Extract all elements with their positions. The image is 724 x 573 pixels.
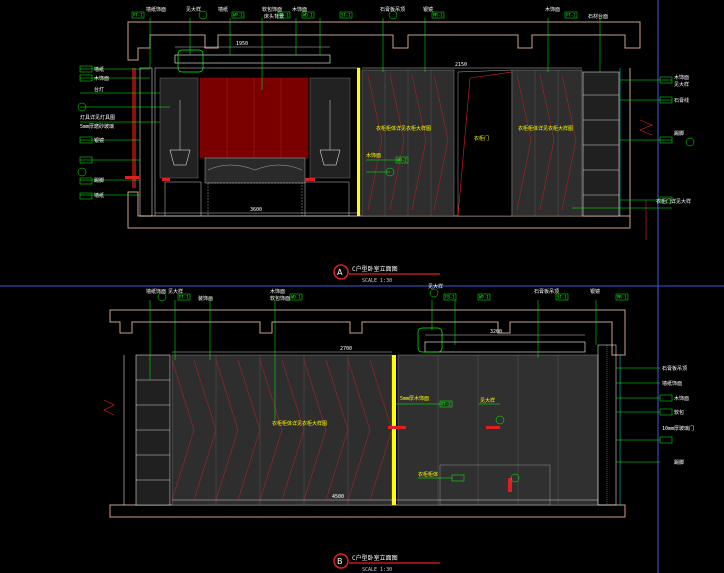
label-b-top-3: 装饰画	[198, 295, 213, 302]
label-a-top-7: 石膏板吊顶	[380, 6, 405, 13]
label-b-top-7: 石膏板吊顶	[534, 288, 559, 295]
label-a-top-1: 墙纸饰面	[146, 6, 166, 13]
label-a-right-3: 石膏线	[674, 97, 689, 104]
note-b-4: 衣柜柜体	[418, 471, 438, 478]
elevation-a-title: A C户型卧室立面图 SCALE 1:30	[333, 264, 440, 284]
marker-b: B	[337, 557, 343, 566]
label-b-top-8: 银镜	[590, 288, 600, 295]
label-b-right-4: 软包	[674, 409, 684, 416]
bed-icon	[204, 157, 306, 217]
label-a-right-1: 木饰面	[674, 74, 689, 81]
tag-a-7: PT-2	[566, 13, 576, 18]
tag-a-1: PT-1	[133, 13, 143, 18]
tag-b-1: PT-1	[179, 295, 189, 300]
tag-b-6: MR-1	[617, 295, 627, 300]
tag-a-6: MR-1	[433, 13, 443, 18]
label-a-right-5: 衣柜门详见大样	[656, 198, 691, 205]
table-lamp-right-icon	[319, 100, 341, 166]
tag-a-8: WD-2	[397, 158, 407, 163]
label-a-top-6: 木饰面	[292, 6, 307, 13]
note-a-2: 衣柜门	[474, 135, 489, 142]
scale-b: SCALE 1:30	[362, 567, 392, 573]
label-a-top-8: 银镜	[423, 6, 433, 13]
label-a-left-7: 踢脚	[94, 177, 104, 184]
tag-b-5: ST-1	[557, 295, 567, 300]
tag-b-3: FB-1	[445, 295, 455, 300]
label-b-top-4: 木饰面	[270, 288, 285, 295]
label-a-top-3: 墙纸	[218, 6, 228, 13]
label-a-left-8: 墙纸	[94, 192, 104, 199]
label-a-left-1: 墙纸	[94, 66, 104, 73]
dim-a-1: 1950	[236, 41, 248, 47]
label-a-top-4: 软包饰面	[262, 6, 282, 13]
label-a-left-6: 银镜	[94, 137, 104, 144]
tag-a-4: WD-1	[303, 13, 313, 18]
tag-b-4: WP-1	[479, 295, 489, 300]
label-a-left-5: 5mm厚磨砂玻璃	[80, 123, 114, 130]
table-lamp-left-icon	[169, 100, 191, 166]
label-b-right-1: 石膏板吊顶	[662, 365, 687, 372]
label-a-right-2: 见大样	[674, 81, 689, 88]
tag-a-5: ST-1	[341, 13, 351, 18]
label-a-top-9: 木饰面	[545, 6, 560, 13]
label-a-right-4: 踢脚	[674, 130, 684, 137]
dim-b-1: 2700	[340, 346, 352, 352]
label-b-right-5: 10mm厚玻璃门	[662, 425, 694, 432]
label-b-right-6: 踢脚	[674, 459, 684, 466]
note-a-3: 木饰面	[366, 152, 381, 159]
tag-b-7: PT-2	[441, 402, 451, 407]
label-b-top-1: 墙纸饰面	[146, 288, 166, 295]
label-b-right-3: 木饰面	[674, 395, 689, 402]
elevation-b: 2700 3200 4500	[103, 283, 694, 573]
dim-a-2: 2150	[455, 62, 467, 68]
tag-b-2: WD-1	[291, 295, 301, 300]
title-b: C户型卧室立面图	[352, 554, 398, 562]
label-b-right-2: 墙纸饰面	[662, 380, 682, 387]
note-b-3: 见大样	[480, 397, 495, 404]
marker-a: A	[337, 268, 343, 277]
label-b-top-6: 见大样	[428, 283, 443, 290]
tag-a-2: WP-1	[233, 13, 243, 18]
dim-a-3: 3600	[250, 207, 262, 213]
tag-a-3: FB-1	[279, 13, 289, 18]
elevation-b-title: B C户型卧室立面图 SCALE 1:30	[333, 553, 440, 573]
label-a-top-5: 床头背景	[264, 13, 284, 20]
label-a-left-2: 木饰面	[94, 75, 109, 82]
label-b-top-5: 软包饰面	[270, 295, 290, 302]
label-a-top-10: 石材台面	[588, 13, 608, 20]
elevation-a: 1950 2150 3600	[77, 6, 695, 284]
label-b-top-2: 见大样	[168, 288, 183, 295]
note-b-1: 衣柜柜体详见衣柜大样图	[272, 420, 327, 427]
scale-a: SCALE 1:30	[362, 278, 392, 284]
title-a: C户型卧室立面图	[352, 265, 398, 273]
note-b-2: 5mm厚木饰面	[400, 395, 429, 402]
dim-b-3: 4500	[332, 494, 344, 500]
note-a-1: 衣柜柜体详见衣柜大样图	[376, 125, 431, 132]
dim-b-2: 3200	[490, 329, 502, 335]
label-a-left-4: 灯具详见灯具图	[80, 114, 115, 121]
label-a-left-3: 台灯	[94, 86, 104, 93]
label-a-top-2: 见大样	[186, 6, 201, 13]
note-a-4: 衣柜柜体详见衣柜大样图	[518, 125, 573, 132]
